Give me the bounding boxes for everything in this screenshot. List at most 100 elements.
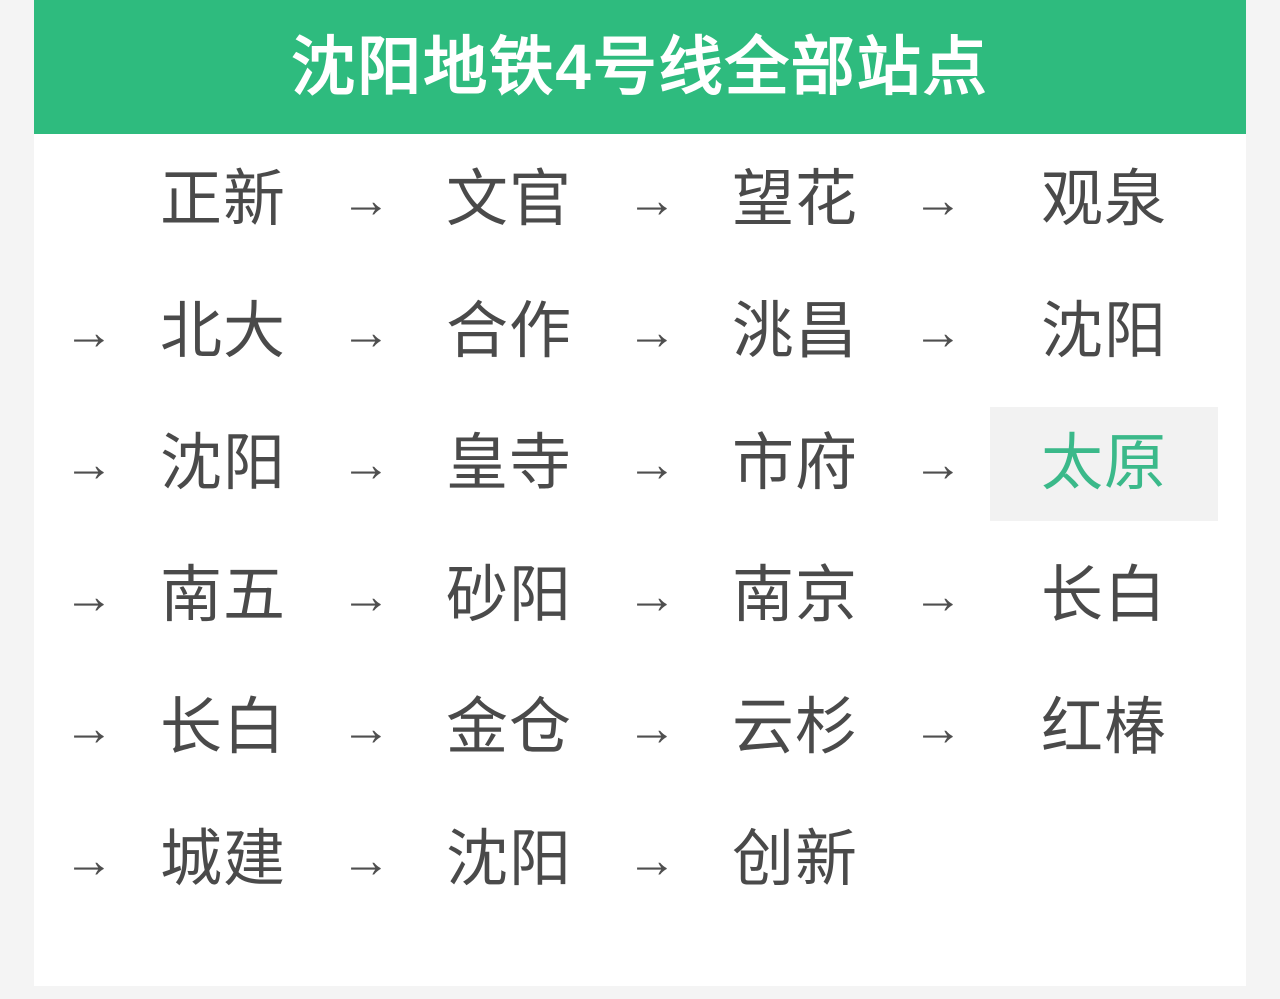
station-label: 长白 xyxy=(159,693,286,762)
station-label: 长白 xyxy=(1040,561,1167,630)
station-separator-arrow-icon: → xyxy=(886,671,990,785)
station-separator-arrow-icon: → xyxy=(314,539,418,653)
station-list: 正新 → 文官 → 望花 → 观泉 → 北大 → 合作 → 洮昌 → 沈阳 → 沈阳 → 皇寺 → 市府 → 太原 → 南五 → 砂… xyxy=(34,134,1246,926)
station-label: 南五 xyxy=(159,561,286,630)
station-separator-arrow-icon: → xyxy=(886,539,990,653)
station-separator-arrow-icon: → xyxy=(600,407,704,521)
arrow-icon: → xyxy=(64,436,114,492)
station-separator-arrow-icon: → xyxy=(600,803,704,917)
station-label: 沈阳 xyxy=(159,429,286,498)
arrow-icon: → xyxy=(913,172,963,228)
station-item[interactable]: 文官 xyxy=(418,143,600,257)
station-label: 红椿 xyxy=(1040,693,1167,762)
station-label: 南京 xyxy=(731,561,858,630)
station-separator-arrow-icon: → xyxy=(886,407,990,521)
station-separator-arrow-icon: → xyxy=(314,143,418,257)
station-item[interactable]: 金仓 xyxy=(418,671,600,785)
station-item[interactable]: 皇寺 xyxy=(418,407,600,521)
arrow-icon: → xyxy=(64,568,114,624)
station-separator-arrow-icon: → xyxy=(600,539,704,653)
row-continuation-arrow-icon: → xyxy=(34,803,132,917)
station-label: 合作 xyxy=(445,297,572,366)
station-separator-arrow-icon: → xyxy=(600,671,704,785)
station-separator-arrow-icon: → xyxy=(886,143,990,257)
arrow-icon: → xyxy=(913,568,963,624)
station-label: 砂阳 xyxy=(445,561,572,630)
station-label: 观泉 xyxy=(1040,165,1167,234)
station-item[interactable]: 北大 xyxy=(132,275,314,389)
station-label: 皇寺 xyxy=(445,429,572,498)
arrow-icon: → xyxy=(627,436,677,492)
arrow-icon: → xyxy=(627,304,677,360)
arrow-icon: → xyxy=(64,700,114,756)
row-continuation-arrow-icon: → xyxy=(34,539,132,653)
station-item[interactable]: 沈阳 xyxy=(418,803,600,917)
arrow-icon: → xyxy=(341,172,391,228)
row-continuation-arrow-icon: → xyxy=(34,275,132,389)
station-label: 北大 xyxy=(159,297,286,366)
station-item[interactable]: 南京 xyxy=(704,539,886,653)
station-row: → 沈阳 → 皇寺 → 市府 → 太原 xyxy=(34,398,1246,530)
station-item[interactable]: 云杉 xyxy=(704,671,886,785)
arrow-icon: → xyxy=(913,700,963,756)
station-item[interactable]: 红椿 xyxy=(990,671,1218,785)
station-separator-arrow-icon: → xyxy=(314,671,418,785)
station-item[interactable]: 城建 xyxy=(132,803,314,917)
station-row: → 城建 → 沈阳 → 创新 xyxy=(34,794,1246,926)
station-item[interactable]: 沈阳 xyxy=(132,407,314,521)
row-continuation-arrow-icon: → xyxy=(34,671,132,785)
arrow-icon: → xyxy=(627,172,677,228)
station-item-highlighted[interactable]: 太原 xyxy=(990,407,1218,521)
station-separator-arrow-icon: → xyxy=(314,275,418,389)
station-label: 创新 xyxy=(731,825,858,894)
station-item[interactable]: 正新 xyxy=(132,143,314,257)
station-separator-arrow-icon: → xyxy=(886,275,990,389)
station-separator-arrow-icon: → xyxy=(600,143,704,257)
content-card: 沈阳地铁4号线全部站点 正新 → 文官 → 望花 → 观泉 → 北大 → 合作 → 洮昌 → 沈阳 → 沈阳 → 皇… xyxy=(34,0,1246,986)
station-item[interactable]: 洮昌 xyxy=(704,275,886,389)
station-row: → 南五 → 砂阳 → 南京 → 长白 xyxy=(34,530,1246,662)
arrow-icon: → xyxy=(627,568,677,624)
arrow-icon: → xyxy=(64,304,114,360)
watermark xyxy=(1000,920,1240,974)
station-label: 洮昌 xyxy=(731,297,858,366)
station-item[interactable]: 观泉 xyxy=(990,143,1218,257)
station-label: 太原 xyxy=(1040,429,1167,498)
station-item[interactable]: 长白 xyxy=(990,539,1218,653)
station-separator-arrow-icon: → xyxy=(314,803,418,917)
arrow-icon: → xyxy=(341,832,391,888)
station-row: → 长白 → 金仓 → 云杉 → 红椿 xyxy=(34,662,1246,794)
row-continuation-arrow-icon: → xyxy=(34,407,132,521)
station-item[interactable]: 望花 xyxy=(704,143,886,257)
station-item[interactable]: 沈阳 xyxy=(990,275,1218,389)
station-label: 沈阳 xyxy=(445,825,572,894)
station-separator-arrow-icon: → xyxy=(314,407,418,521)
page-title: 沈阳地铁4号线全部站点 xyxy=(291,31,989,103)
station-row: → 北大 → 合作 → 洮昌 → 沈阳 xyxy=(34,266,1246,398)
station-label: 正新 xyxy=(159,165,286,234)
station-item[interactable]: 南五 xyxy=(132,539,314,653)
station-label: 沈阳 xyxy=(1040,297,1167,366)
arrow-icon: → xyxy=(341,436,391,492)
arrow-icon: → xyxy=(913,304,963,360)
station-label: 云杉 xyxy=(731,693,858,762)
station-item[interactable]: 长白 xyxy=(132,671,314,785)
station-label: 城建 xyxy=(159,825,286,894)
station-label: 文官 xyxy=(445,165,572,234)
station-separator-arrow-icon: → xyxy=(600,275,704,389)
arrow-icon: → xyxy=(627,700,677,756)
station-row: 正新 → 文官 → 望花 → 观泉 xyxy=(34,134,1246,266)
page-header: 沈阳地铁4号线全部站点 xyxy=(34,0,1246,134)
arrow-icon: → xyxy=(341,568,391,624)
station-label: 金仓 xyxy=(445,693,572,762)
station-item[interactable]: 市府 xyxy=(704,407,886,521)
station-item[interactable]: 合作 xyxy=(418,275,600,389)
arrow-icon: → xyxy=(627,832,677,888)
station-item[interactable]: 砂阳 xyxy=(418,539,600,653)
station-label: 望花 xyxy=(731,165,858,234)
station-item[interactable]: 创新 xyxy=(704,803,886,917)
station-label: 市府 xyxy=(731,429,858,498)
arrow-icon: → xyxy=(341,304,391,360)
arrow-icon: → xyxy=(341,700,391,756)
arrow-icon: → xyxy=(913,436,963,492)
